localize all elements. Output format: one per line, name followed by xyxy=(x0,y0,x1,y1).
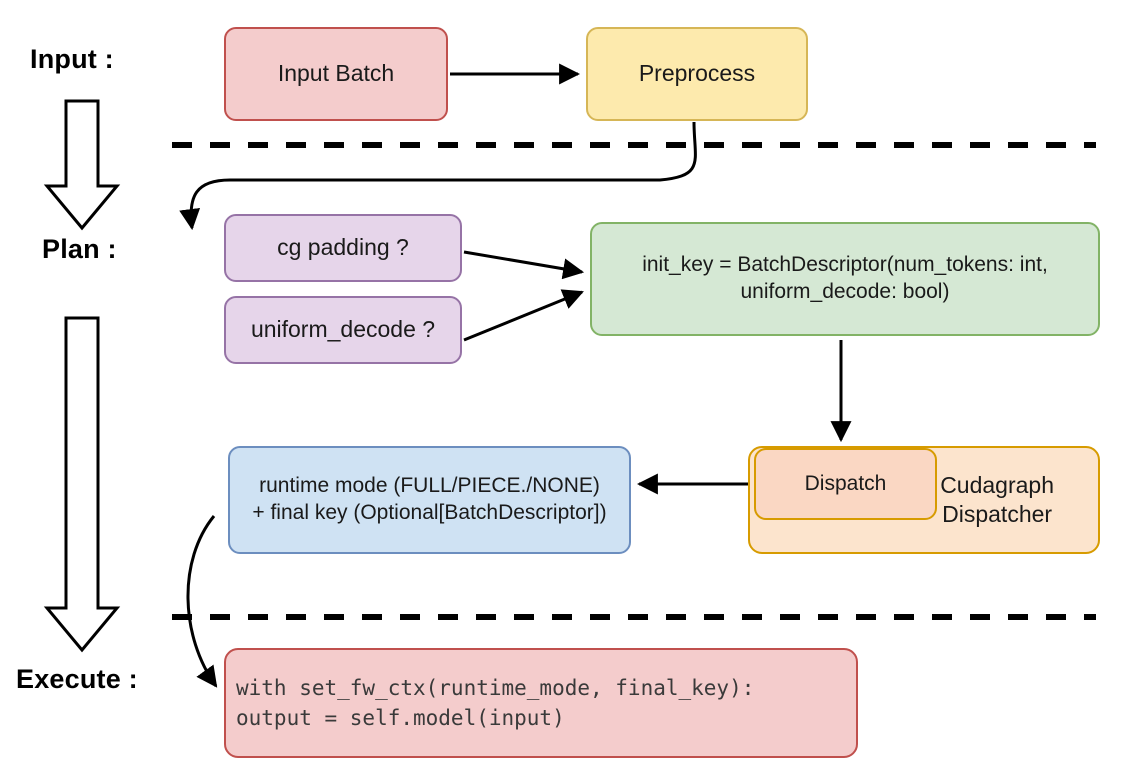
node-uniform-decode: uniform_decode ? xyxy=(224,296,462,364)
node-dispatch: Dispatch xyxy=(754,448,937,520)
edge-uniform-decode-to-init-key xyxy=(463,289,584,342)
edge-preprocess-to-cg-padding xyxy=(179,121,697,231)
node-init-key: init_key = BatchDescriptor(num_tokens: i… xyxy=(590,222,1100,336)
edge-cg-padding-to-init-key xyxy=(463,250,585,280)
input-to-plan-block-arrow xyxy=(43,99,121,231)
plan-to-execute-block-arrow xyxy=(43,316,121,653)
node-code-block: with set_fw_ctx(runtime_mode, final_key)… xyxy=(224,648,858,758)
node-preprocess: Preprocess xyxy=(586,27,808,121)
stage-label-execute: Execute : xyxy=(16,664,138,694)
node-cg-padding: cg padding ? xyxy=(224,214,462,282)
node-runtime-mode: runtime mode (FULL/PIECE./NONE) + final … xyxy=(228,446,631,554)
node-input-batch: Input Batch xyxy=(224,27,448,121)
stage-label-input: Input : xyxy=(30,44,114,74)
stage-label-plan: Plan : xyxy=(42,234,117,264)
edge-runtime-mode-to-code-block xyxy=(186,515,218,688)
